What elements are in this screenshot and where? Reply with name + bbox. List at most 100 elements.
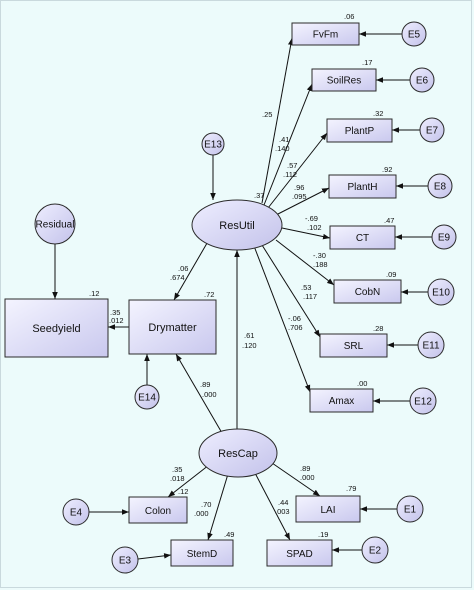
coef-cap-colon-2: .018 xyxy=(170,474,185,483)
coef-dry-seed-1: .35 xyxy=(110,308,120,317)
node-rescap: ResCap xyxy=(198,428,278,478)
node-residual: Residual xyxy=(34,203,76,245)
cobn-box xyxy=(333,279,402,304)
colon-r2: .12 xyxy=(178,487,188,496)
coef-cap-lai-1: .89 xyxy=(300,464,310,473)
node-stemd: StemD .49 xyxy=(170,530,234,567)
e13-label: E13 xyxy=(204,140,222,151)
e14-label: E14 xyxy=(138,393,156,404)
plantp-label: PlantP xyxy=(345,126,375,137)
spad-r2: .19 xyxy=(318,530,328,539)
edge-resutil-plantp xyxy=(267,132,328,209)
edge-rescap-stemd xyxy=(207,473,229,541)
node-e6: E6 xyxy=(409,67,435,93)
fvfm-label: FvFm xyxy=(313,30,339,41)
edge-resutil-planth xyxy=(275,187,330,216)
coef-cap-util-1: .61 xyxy=(244,331,254,340)
node-amax: Amax .00 xyxy=(309,379,374,413)
coef-util-dry-2: .674 xyxy=(170,273,185,282)
node-e5: E5 xyxy=(401,21,427,47)
node-e13: E13 xyxy=(201,132,225,156)
node-srl: SRL .28 xyxy=(319,324,388,358)
lai-label: LAI xyxy=(320,505,335,516)
e10-circle xyxy=(427,278,455,306)
e5-circle xyxy=(401,21,427,47)
srl-r2: .28 xyxy=(373,324,383,333)
ct-r2: .47 xyxy=(384,216,394,225)
node-lai: LAI .79 xyxy=(295,484,361,523)
edge-resutil-srl xyxy=(261,244,321,338)
node-resutil: ResUtil .37 xyxy=(191,191,283,251)
e11-circle xyxy=(417,331,445,359)
coef-util-fvfm: .25 xyxy=(262,110,272,119)
node-e1: E1 xyxy=(396,495,424,523)
colon-label: Colon xyxy=(145,506,171,517)
edge-resutil-cobn xyxy=(275,239,335,286)
lai-box xyxy=(295,495,361,523)
ct-box xyxy=(329,225,396,250)
e12-label: E12 xyxy=(414,397,432,408)
coef-cap-spad-2: .003 xyxy=(275,507,290,516)
node-cobn: CobN .09 xyxy=(333,270,402,304)
e2-circle xyxy=(361,536,389,564)
node-drymatter: Drymatter .72 xyxy=(128,290,217,355)
edge-resutil-ct xyxy=(281,227,331,240)
coef-util-srl-1: .53 xyxy=(301,283,311,292)
e1-circle xyxy=(396,495,424,523)
node-e8: E8 xyxy=(427,173,453,199)
coef-util-soilres-1: .41 xyxy=(279,135,289,144)
srl-box xyxy=(319,333,388,358)
plantp-r2: .32 xyxy=(373,109,383,118)
e1-label: E1 xyxy=(404,505,417,516)
node-seedyield: Seedyield .12 xyxy=(4,289,109,358)
lai-r2: .79 xyxy=(346,484,356,493)
edges xyxy=(52,31,432,560)
edge-e3-stemd xyxy=(137,553,172,560)
coef-util-cobn-1: -.30 xyxy=(313,251,326,260)
cobn-label: CobN xyxy=(355,287,381,298)
node-e14: E14 xyxy=(134,384,160,410)
edge-resutil-drymatter xyxy=(173,237,211,301)
e5-label: E5 xyxy=(408,30,421,41)
stemd-label: StemD xyxy=(187,549,218,560)
node-e3: E3 xyxy=(111,546,139,574)
coef-cap-colon-1: .35 xyxy=(172,465,182,474)
coef-cap-lai-2: .000 xyxy=(300,473,315,482)
node-fvfm: FvFm .06 xyxy=(291,12,360,46)
seedyield-box xyxy=(4,298,109,358)
e9-circle xyxy=(431,224,457,250)
e3-circle xyxy=(111,546,139,574)
planth-box xyxy=(328,174,397,199)
e8-circle xyxy=(427,173,453,199)
coef-dry-seed-2: .012 xyxy=(109,316,124,325)
coef-util-planth-2: .095 xyxy=(292,192,307,201)
path-coefficients: .25 .41 .140 .57 .112 .96 .095 -.69 .102… xyxy=(109,110,328,518)
e9-label: E9 xyxy=(438,233,451,244)
plantp-box xyxy=(326,118,393,143)
e6-label: E6 xyxy=(416,76,429,87)
coef-util-soilres-2: .140 xyxy=(275,144,290,153)
soilres-label: SoilRes xyxy=(327,76,361,87)
coef-util-srl-2: .117 xyxy=(303,292,317,301)
srl-label: SRL xyxy=(344,341,364,352)
coef-util-amax-1: -.06 xyxy=(288,314,301,323)
node-planth: PlantH .92 xyxy=(328,165,397,199)
node-e7: E7 xyxy=(419,117,445,143)
planth-label: PlantH xyxy=(347,182,377,193)
coef-util-amax-2: .706 xyxy=(288,323,303,332)
resutil-r2: .37 xyxy=(254,191,264,200)
e10-label: E10 xyxy=(432,288,450,299)
seedyield-r2: .12 xyxy=(89,289,99,298)
e3-label: E3 xyxy=(119,556,132,567)
coef-util-plantp-1: .57 xyxy=(287,161,297,170)
node-soilres: SoilRes .17 xyxy=(311,58,377,92)
rescap-ellipse xyxy=(198,428,278,478)
resutil-ellipse xyxy=(191,199,283,251)
coef-util-ct-2: .102 xyxy=(307,223,322,232)
fvfm-box xyxy=(291,22,360,46)
coef-util-ct-1: -.69 xyxy=(305,214,318,223)
e11-label: E11 xyxy=(422,341,439,352)
coef-util-dry-1: .06 xyxy=(178,264,188,273)
coef-cap-stemd-2: .000 xyxy=(194,509,209,518)
